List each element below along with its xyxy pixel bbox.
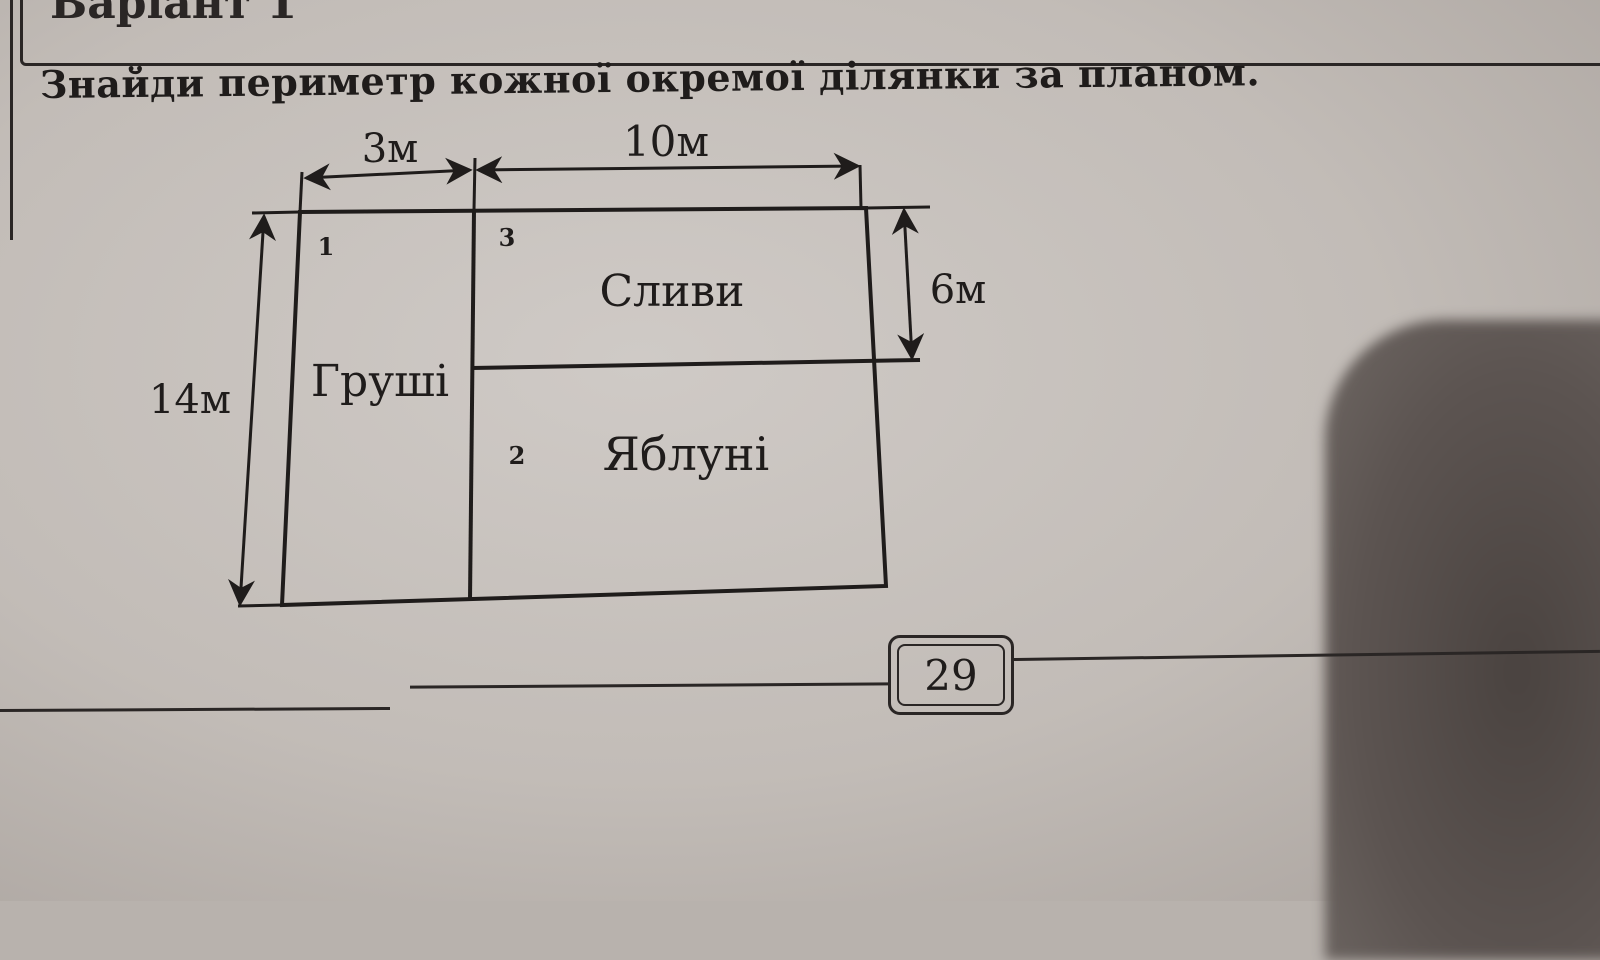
dim-arrow-3m — [303, 157, 473, 191]
plot-number-2: 2 — [509, 441, 526, 470]
left-margin-rule — [10, 0, 13, 240]
dim-arrow-6m — [891, 207, 925, 361]
plot-name-grushi: Груші — [311, 356, 449, 407]
ext-line-top-left — [298, 171, 304, 213]
plot-name-yabluni: Яблуні — [603, 427, 770, 481]
dim-label-3m: 3м — [362, 126, 419, 172]
ext-line-left-bottom — [237, 603, 283, 608]
plot-number-3: 3 — [499, 223, 516, 252]
garden-plan-diagram: 3м 10м 14м 6м 1 3 2 Груші Сливи Яблуні — [149, 117, 987, 608]
dim-label-6m: 6м — [930, 267, 987, 313]
ext-line-right-top — [865, 205, 931, 210]
dim-arrow-14m — [228, 213, 276, 607]
divider-vertical — [468, 209, 476, 601]
ext-line-top-mid — [472, 157, 477, 211]
ext-line-top-right — [858, 164, 863, 209]
dim-label-14m: 14м — [149, 377, 231, 423]
page-number-frame: 29 — [888, 635, 1014, 715]
dim-arrow-10m — [475, 152, 861, 184]
divider-horizontal — [471, 358, 921, 370]
header-frame — [20, 0, 1600, 66]
page-number: 29 — [897, 644, 1005, 706]
plan-outline — [279, 205, 889, 608]
plot-name-slyvy: Сливи — [599, 266, 744, 317]
ext-line-left-top — [251, 210, 301, 215]
hand-shadow — [1325, 320, 1600, 960]
header-title: Варіант 1 — [50, 0, 298, 29]
dim-label-10m: 10м — [623, 117, 709, 166]
plot-number-1: 1 — [318, 232, 335, 261]
